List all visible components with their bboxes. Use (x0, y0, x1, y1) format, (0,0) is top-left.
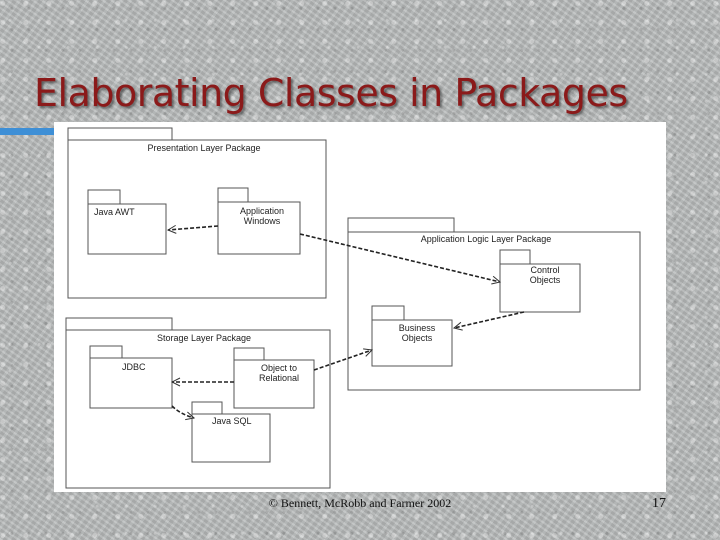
java-awt-package (87, 189, 167, 255)
package-diagram: Presentation Layer Package Java AWT Appl… (54, 122, 666, 492)
storage-layer-label: Storage Layer Package (156, 333, 252, 343)
jdbc-label: JDBC (122, 362, 146, 372)
business-objects-label: Business Objects (398, 323, 436, 343)
java-sql-package (191, 401, 271, 463)
object-to-relational-package (233, 347, 315, 409)
copyright-footer: © Bennett, McRobb and Farmer 2002 (268, 496, 452, 510)
presentation-layer-label: Presentation Layer Package (147, 143, 261, 153)
control-objects-label: Control Objects (529, 265, 561, 285)
java-awt-label: Java AWT (94, 207, 135, 217)
dependency-appwindows-controlobjects (299, 233, 500, 282)
title-accent-bar (0, 128, 56, 135)
object-to-relational-label: Object to Relational (258, 363, 300, 383)
dependency-objtorel-businessobjects (313, 350, 372, 371)
slide-title: Elaborating Classes in Packages (34, 71, 628, 115)
page-number: 17 (652, 496, 666, 511)
dependency-jdbc-javasql (171, 405, 194, 418)
business-objects-package (371, 305, 453, 367)
control-objects-package (499, 249, 581, 313)
application-windows-package (217, 187, 301, 255)
dependency-appwindows-javaawt (168, 226, 219, 230)
application-logic-layer-label: Application Logic Layer Package (420, 234, 552, 244)
diagram-canvas (65, 127, 641, 489)
java-sql-label: Java SQL (212, 416, 252, 426)
application-windows-label: Application Windows (239, 206, 285, 226)
jdbc-package (89, 345, 173, 409)
